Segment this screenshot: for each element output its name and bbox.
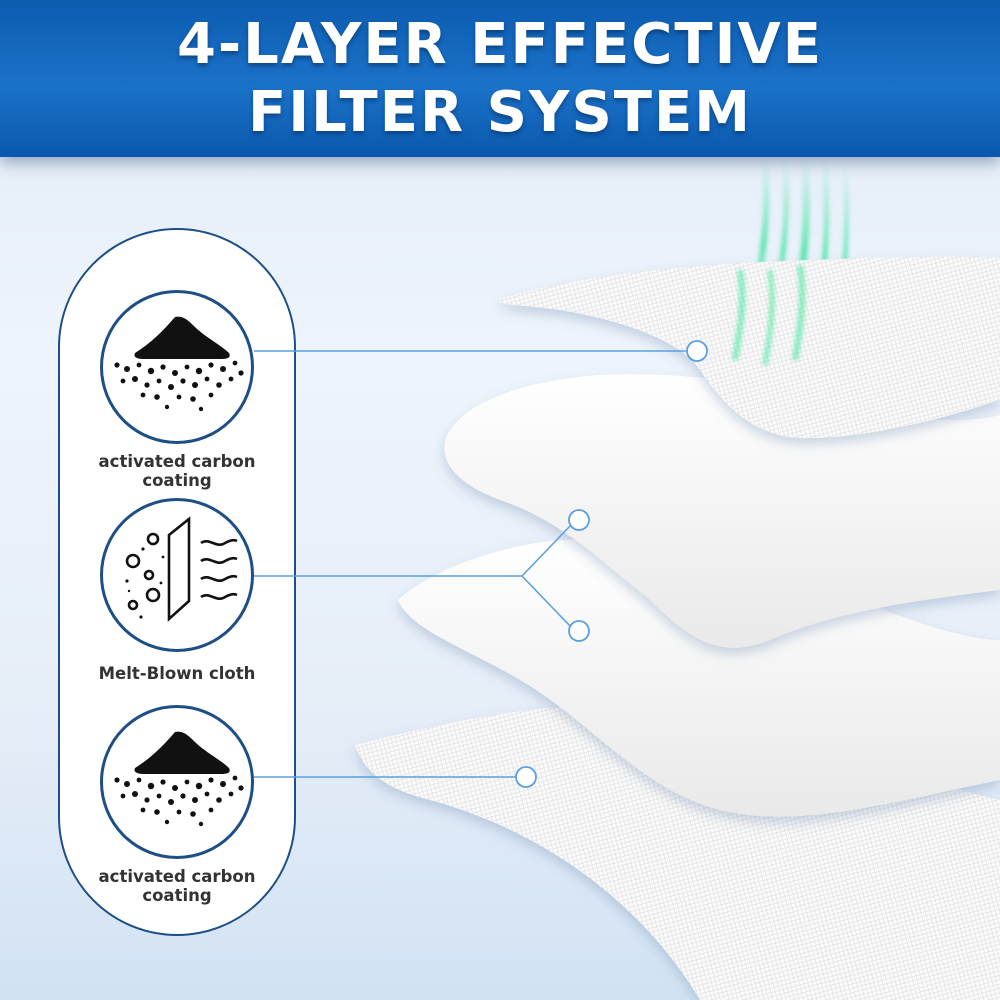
layer-icon-2 (100, 498, 254, 652)
layer-marker-3 (568, 620, 590, 642)
page-title-line1: 4-LAYER EFFECTIVE (176, 12, 824, 77)
layer-marker-4 (515, 766, 537, 788)
filter-sheet-inner-upper (444, 374, 1000, 648)
layer-label-3: activated carbon coating (98, 867, 256, 905)
header-banner: 4-LAYER EFFECTIVE FILTER SYSTEM (0, 0, 1000, 157)
carbon-pile-icon (114, 731, 244, 827)
carbon-pile-icon (114, 316, 244, 412)
melt-blown-filter-icon (125, 516, 238, 622)
layer-icon-3 (100, 705, 254, 859)
layer-marker-2 (568, 509, 590, 531)
filter-sheet-outer-top (497, 256, 1000, 439)
layer-label-1: activated carbon coating (98, 452, 256, 490)
page-title-line2: FILTER SYSTEM (248, 80, 752, 145)
layer-icon-1 (100, 290, 254, 444)
layer-label-2: Melt-Blown cloth (98, 664, 256, 683)
layer-marker-1 (686, 340, 708, 362)
